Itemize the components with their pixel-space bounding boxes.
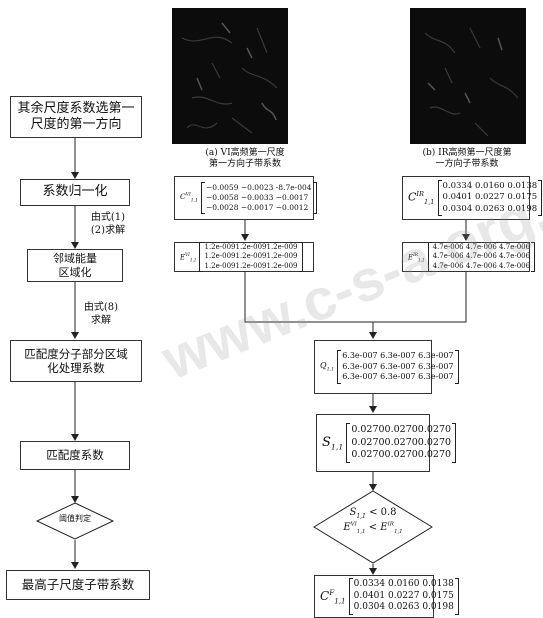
ir-energy-matrix: 4.7e-006 4.7e-006 4.7e-006 4.7e-006 4.7e… — [427, 242, 536, 272]
fused-label-sub: 1,1 — [334, 596, 346, 606]
edge-label-eq8: 由式(8) 求解 — [83, 302, 119, 326]
step-matching-numerator-text: 匹配度分子部分区域 化处理系数 — [24, 346, 128, 375]
cond-less-than: < — [368, 521, 378, 533]
step-matching-degree-text: 匹配度系数 — [46, 448, 104, 463]
vi-subband-image — [172, 8, 288, 144]
step-select-scale-text: 其余尺度系数选第一 尺度的第一方向 — [17, 100, 135, 132]
condition-diamond — [313, 490, 433, 564]
fused-row: 0.0304 0.0263 0.0198 — [353, 602, 454, 613]
step-neighborhood-text: 邻域能量 区域化 — [53, 251, 97, 279]
ir-coef-row: 0.0401 0.0227 0.0175 — [442, 192, 538, 203]
condition-text: S1,1 < 0.8 EVI1,1 < EIR1,1 — [340, 506, 406, 536]
s-matrix: 0.02700.02700.0270 0.02700.02700.0270 0.… — [346, 423, 457, 463]
vi-coef-row: −0.0058 −0.0033 −0.0017 — [205, 193, 309, 203]
step-matching-degree: 匹配度系数 — [20, 441, 130, 470]
s-row: 0.02700.02700.0270 — [351, 424, 452, 436]
q-row: 6.3e-007 6.3e-007 6.3e-007 — [342, 351, 454, 361]
fused-matrix: 0.0334 0.0160 0.0138 0.0401 0.0227 0.017… — [348, 577, 459, 616]
s-label-sub: 1,1 — [330, 442, 344, 452]
cond-threshold: < 0.8 — [369, 507, 397, 518]
vi-coef-label-base: C — [180, 192, 186, 202]
ir-coef-label-sub: 1,1 — [424, 197, 435, 206]
vi-energy-label-sup: VI — [185, 251, 190, 257]
q-label-base: Q — [320, 361, 327, 371]
s-label: S1,1 — [322, 435, 343, 452]
ir-coef-matrix: 0.0334 0.0160 0.0138 0.0401 0.0227 0.017… — [437, 180, 543, 216]
ir-caption: (b) IR高频第一尺度第 一方向子带系数 — [422, 148, 512, 170]
ir-energy-label-sub: 1,1 — [417, 257, 425, 263]
s-label-base: S — [322, 434, 331, 450]
vi-energy-matrix-box: EVI1,1 1.2e-0091.2e-0091.2e-009 1.2e-009… — [174, 242, 314, 272]
q-matrix: 6.3e-007 6.3e-007 6.3e-007 6.3e-007 6.3e… — [337, 350, 459, 384]
s-row: 0.02700.02700.0270 — [351, 436, 452, 448]
vi-energy-label: EVI1,1 — [180, 252, 196, 263]
q-row: 6.3e-007 6.3e-007 6.3e-007 — [342, 361, 454, 371]
fused-label-base: C — [320, 588, 330, 603]
vi-energy-label-sub: 1,1 — [189, 257, 197, 263]
step-matching-numerator: 匹配度分子部分区域 化处理系数 — [10, 340, 142, 382]
fused-row: 0.0401 0.0227 0.0175 — [353, 590, 454, 601]
ir-coef-label-base: C — [408, 190, 417, 204]
condition-line-2: EVI1,1 < EIR1,1 — [340, 521, 406, 536]
ir-subband-image — [410, 8, 526, 144]
cond-eir-sub: 1,1 — [393, 528, 403, 535]
cond-eir-sup: IR — [387, 521, 394, 528]
step-output-text: 最高子尺度子带系数 — [21, 577, 135, 593]
vi-coef-matrix-box: CVI1,1 −0.0059 −0.0023 -8.7e-004 −0.0058… — [174, 176, 317, 220]
cond-evi-sup: VI — [350, 521, 357, 528]
cond-s-sub: 1,1 — [356, 513, 366, 520]
vi-coef-matrix: −0.0059 −0.0023 -8.7e-004 −0.0058 −0.003… — [200, 182, 317, 214]
merge-line — [244, 272, 467, 323]
vi-subband-texture — [172, 8, 288, 144]
s-matrix-box: S1,1 0.02700.02700.0270 0.02700.02700.02… — [316, 414, 457, 472]
vi-energy-label-base: E — [180, 252, 186, 261]
ir-coef-label: CIR1,1 — [408, 190, 435, 206]
ir-energy-matrix-box: EIR1,1 4.7e-006 4.7e-006 4.7e-006 4.7e-0… — [402, 242, 536, 272]
ir-energy-label-base: E — [408, 252, 414, 261]
step-select-scale: 其余尺度系数选第一 尺度的第一方向 — [10, 96, 142, 138]
cond-evi-sub: 1,1 — [356, 528, 366, 535]
vi-energy-matrix: 1.2e-0091.2e-0091.2e-009 1.2e-0091.2e-00… — [199, 242, 303, 272]
vi-coef-label: CVI1,1 — [180, 192, 198, 204]
q-matrix-box: Q1,1 6.3e-007 6.3e-007 6.3e-007 6.3e-007… — [314, 340, 459, 394]
vi-energy-row: 1.2e-0091.2e-0091.2e-009 — [204, 261, 298, 270]
q-label: Q1,1 — [320, 361, 334, 373]
decision-diamond — [35, 502, 115, 540]
ir-energy-row: 4.7e-006 4.7e-006 4.7e-006 — [432, 261, 531, 270]
vi-energy-row: 1.2e-0091.2e-0091.2e-009 — [204, 243, 298, 252]
vi-caption: (a) VI高频第一尺度 第一方向子带系数 — [205, 148, 285, 170]
cond-evi-base: E — [343, 521, 351, 533]
ir-energy-row: 4.7e-006 4.7e-006 4.7e-006 — [432, 252, 531, 261]
ir-subband-texture — [410, 8, 526, 144]
fused-label-sup: F — [329, 587, 335, 597]
cond-s-base: S — [349, 507, 357, 518]
ir-coef-matrix-box: CIR1,1 0.0334 0.0160 0.0138 0.0401 0.022… — [402, 176, 543, 220]
ir-energy-label: EIR1,1 — [408, 252, 425, 263]
fused-label: CF1,1 — [320, 588, 346, 605]
s-row: 0.02700.02700.0270 — [351, 449, 452, 461]
decision-label: 阈值判定 — [59, 514, 91, 523]
fused-matrix-box: CF1,1 0.0334 0.0160 0.0138 0.0401 0.0227… — [314, 575, 459, 618]
vi-coef-row: −0.0028 −0.0017 −0.0012 — [205, 202, 309, 212]
ir-energy-label-sup: IR — [413, 251, 418, 257]
ir-coef-label-sup: IR — [416, 190, 424, 199]
fused-row: 0.0334 0.0160 0.0138 — [353, 578, 454, 589]
step-normalize-text: 系数归一化 — [42, 184, 108, 200]
cond-eir-base: E — [380, 521, 388, 533]
ir-energy-row: 4.7e-006 4.7e-006 4.7e-006 — [432, 243, 531, 252]
q-label-sub: 1,1 — [326, 367, 335, 373]
edge-label-eq1: 由式(1) (2)求解 — [90, 212, 126, 236]
q-row: 6.3e-007 6.3e-007 6.3e-007 — [342, 372, 454, 382]
vi-energy-row: 1.2e-0091.2e-0091.2e-009 — [204, 252, 298, 261]
vi-coef-row: −0.0059 −0.0023 -8.7e-004 — [205, 183, 312, 193]
vi-coef-label-sup: VI — [185, 192, 191, 198]
step-output: 最高子尺度子带系数 — [6, 570, 150, 600]
ir-coef-row: 0.0304 0.0263 0.0198 — [442, 203, 538, 214]
condition-line-1: S1,1 < 0.8 — [340, 506, 406, 521]
step-normalize: 系数归一化 — [20, 179, 130, 206]
ir-coef-row: 0.0334 0.0160 0.0138 — [442, 181, 538, 192]
step-neighborhood: 邻域能量 区域化 — [27, 249, 123, 282]
vi-coef-label-sub: 1,1 — [190, 198, 198, 204]
